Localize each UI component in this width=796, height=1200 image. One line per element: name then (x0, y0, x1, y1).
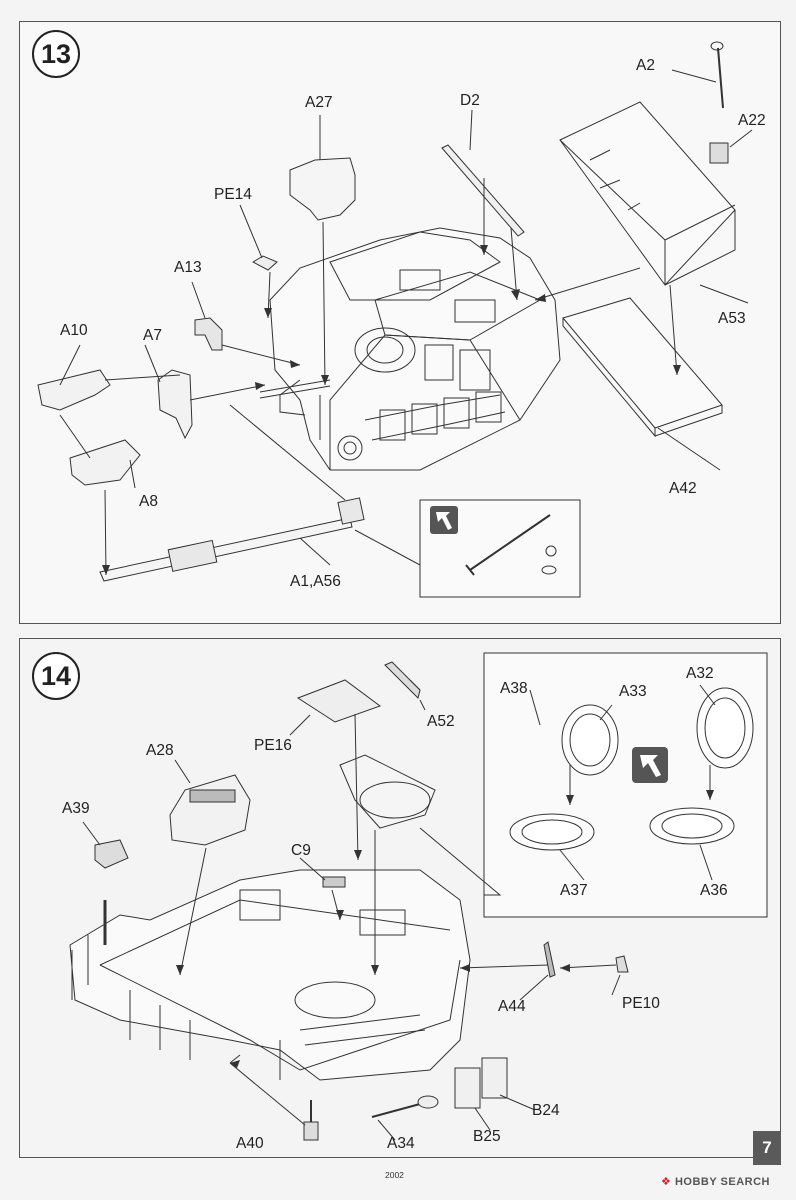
b25-jerrycan (454, 1067, 481, 1109)
part-label-a7: A7 (143, 327, 162, 344)
part-label-a2: A2 (636, 57, 655, 74)
part-label-a32: A32 (686, 665, 714, 682)
part-label-a22: A22 (738, 112, 766, 129)
bend-arrow-icon (632, 747, 668, 783)
part-label-a10: A10 (60, 322, 88, 339)
watermark: ❖ HOBBY SEARCH (661, 1175, 770, 1188)
a1-a56-barrel (99, 517, 353, 582)
part-label-b25: B25 (473, 1128, 501, 1145)
step-14-panel (19, 638, 781, 1158)
pe16-plate (296, 679, 382, 723)
part-label-d2: D2 (460, 92, 480, 109)
a53-stowage-box (559, 101, 736, 286)
a42-plate (562, 297, 723, 429)
part-label-a52: A52 (427, 713, 455, 730)
a2-antenna (717, 47, 724, 109)
a27-part (289, 157, 356, 221)
watermark-logo-icon: ❖ (661, 1176, 675, 1188)
part-label-pe16: PE16 (254, 737, 292, 754)
page-number-badge: 7 (753, 1131, 781, 1165)
part-label-a37: A37 (560, 882, 588, 899)
part-label-pe14: PE14 (214, 186, 252, 203)
part-label-a44: A44 (498, 998, 526, 1015)
part-label-a1-a56: A1,A56 (290, 573, 341, 590)
part-label-c9: C9 (291, 842, 311, 859)
part-label-b24: B24 (532, 1102, 560, 1119)
part-label-a38: A38 (500, 680, 528, 697)
part-label-pe10: PE10 (622, 995, 660, 1012)
bend-arrow-icon (430, 506, 458, 534)
part-label-a8: A8 (139, 493, 158, 510)
part-label-a42: A42 (669, 480, 697, 497)
a22-part (709, 142, 729, 164)
part-label-a40: A40 (236, 1135, 264, 1152)
part-label-a34: A34 (387, 1135, 415, 1152)
part-label-a33: A33 (619, 683, 647, 700)
part-label-a36: A36 (700, 882, 728, 899)
step-number-badge: 14 (32, 652, 80, 700)
hull-turret-body (259, 227, 561, 471)
part-label-a13: A13 (174, 259, 202, 276)
step-number-badge: 13 (32, 30, 80, 78)
d2-plate (441, 144, 525, 237)
print-code: 2002 (385, 1170, 404, 1180)
part-label-a28: A28 (146, 742, 174, 759)
b24-jerrycan (481, 1057, 508, 1099)
part-label-a27: A27 (305, 94, 333, 111)
part-label-a53: A53 (718, 310, 746, 327)
watermark-text: HOBBY SEARCH (674, 1176, 770, 1188)
part-label-a39: A39 (62, 800, 90, 817)
